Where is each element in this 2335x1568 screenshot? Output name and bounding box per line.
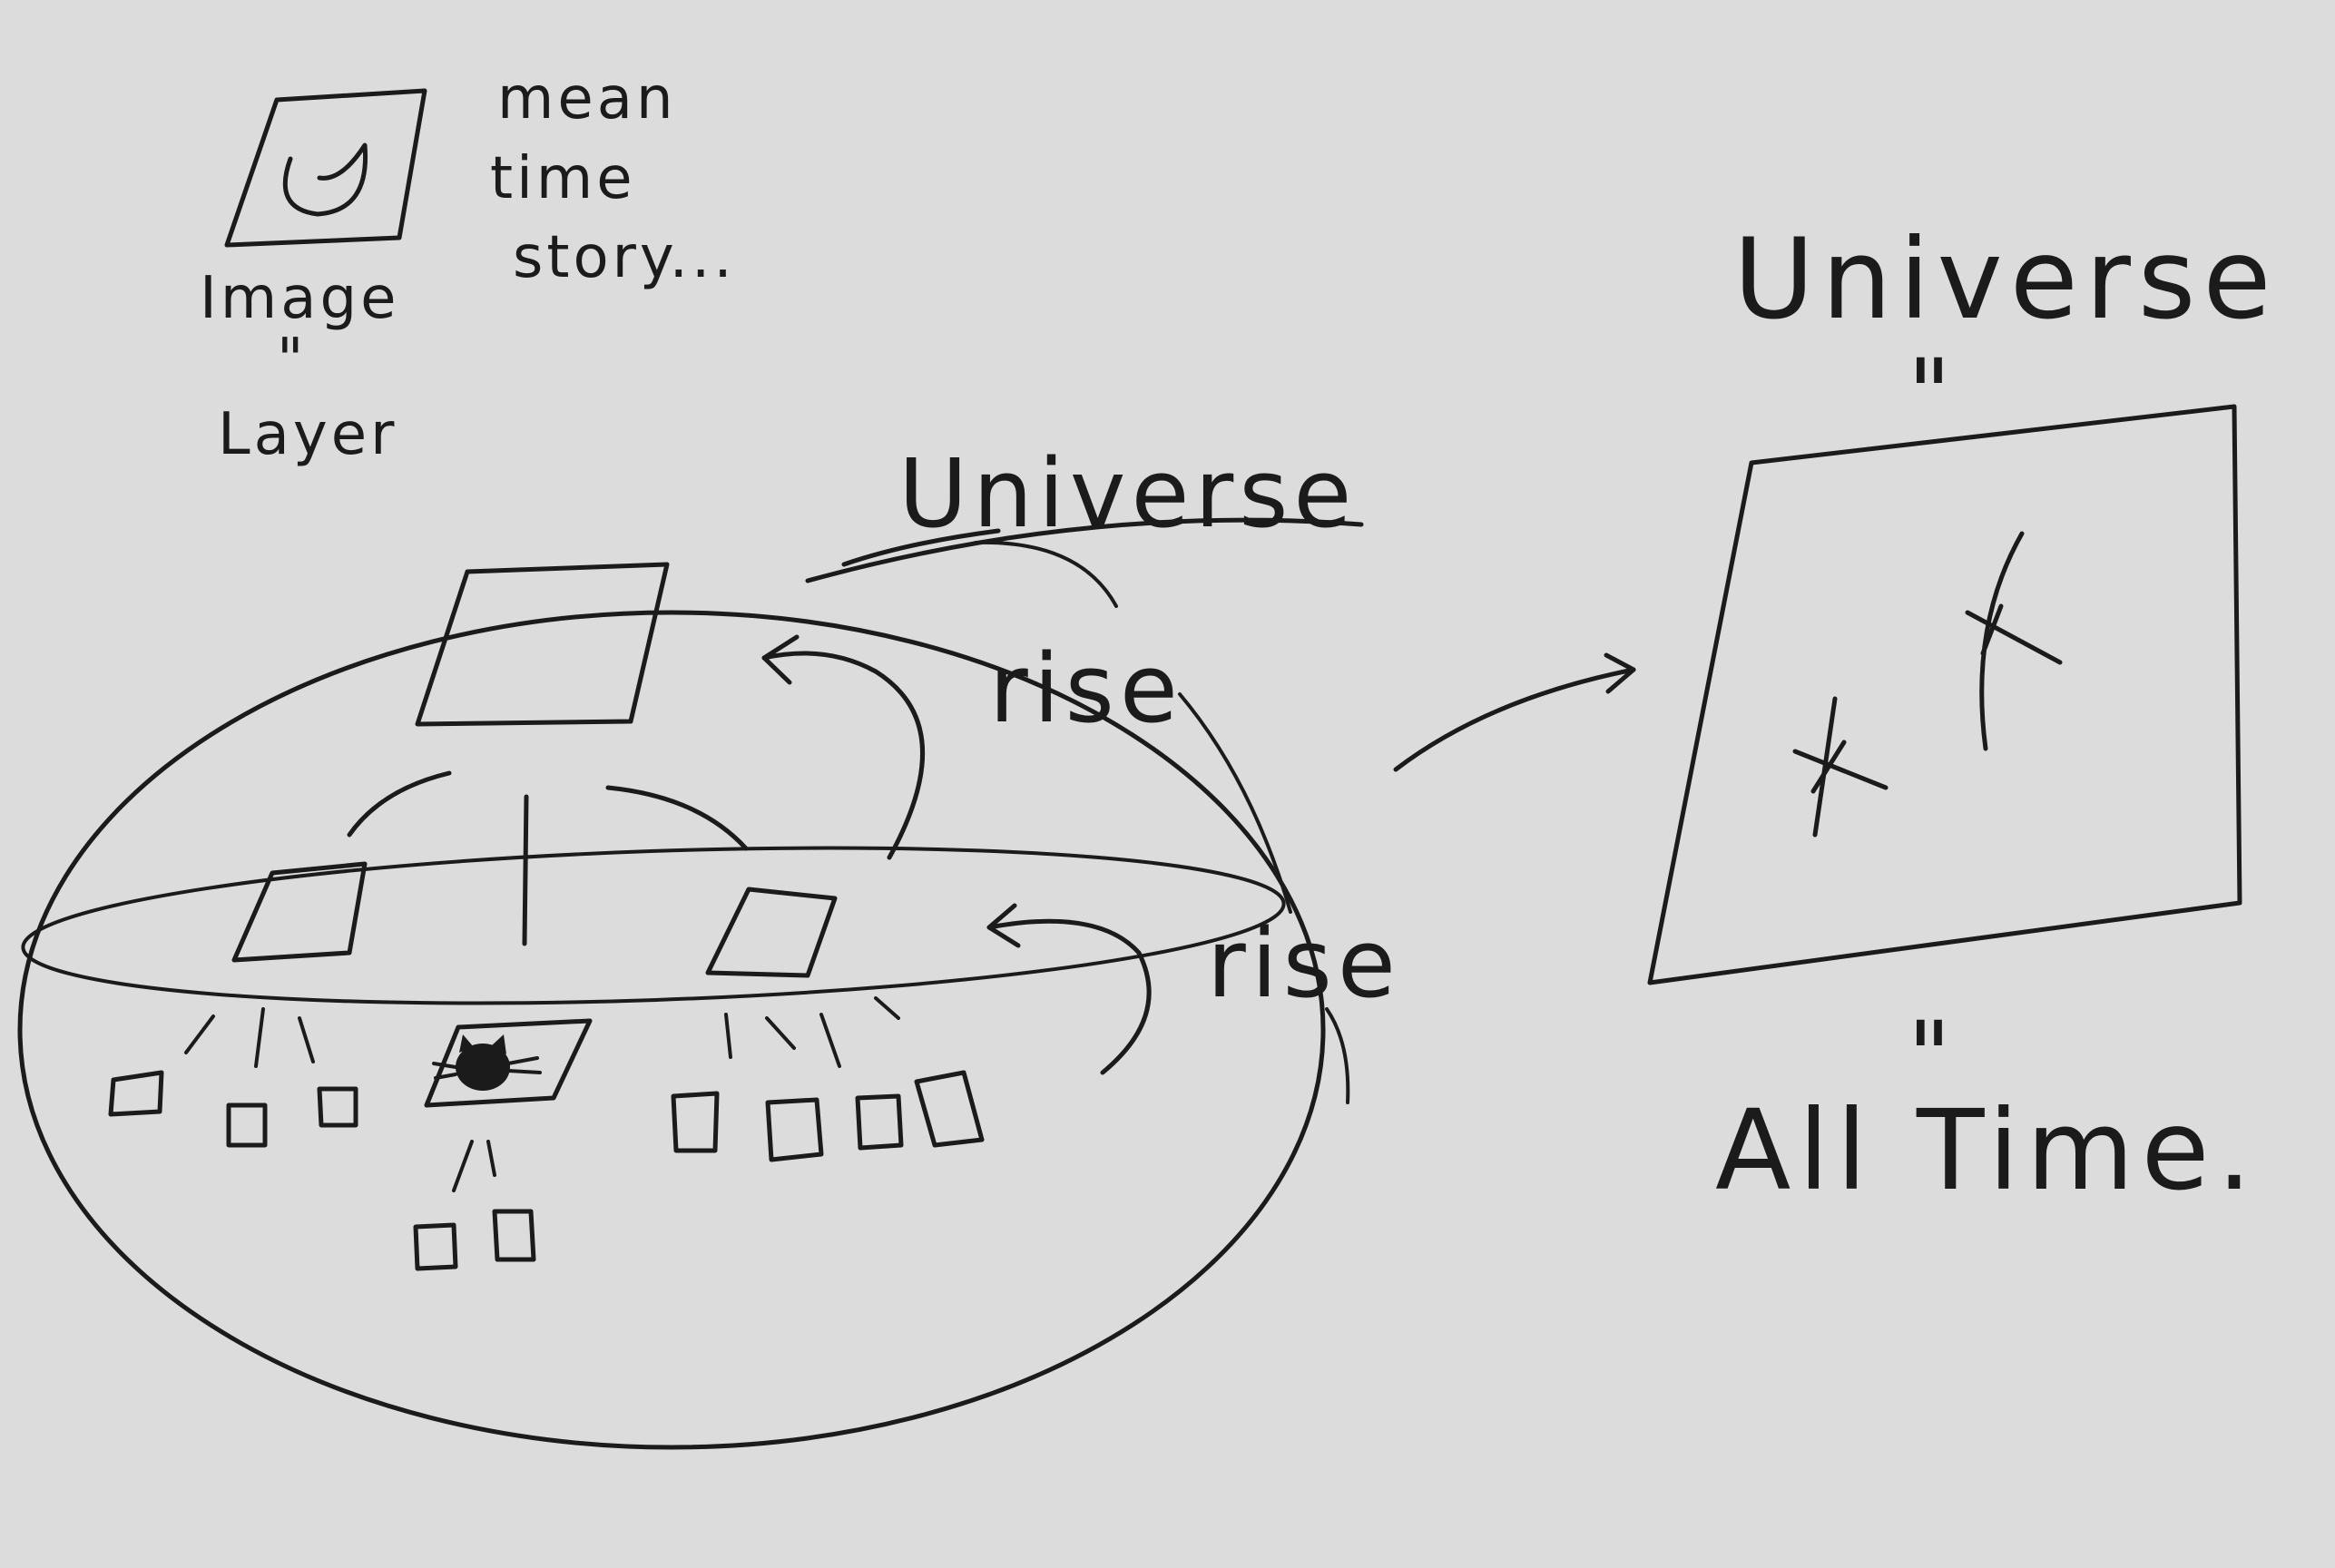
- mid-layer-frame-right: [705, 887, 838, 978]
- small-layer-box: [671, 1091, 720, 1153]
- panel-equals-bottom: ": [1908, 1001, 1957, 1112]
- legend: Image " Layer mean time story...: [200, 65, 736, 468]
- small-layer-box: [317, 1086, 358, 1128]
- universe-sphere: Universe: [17, 438, 1401, 1450]
- rise-arrow-upper: [761, 651, 926, 860]
- small-layer-box: [492, 1209, 536, 1262]
- small-layer-box: [413, 1222, 458, 1271]
- small-layer-box: [855, 1093, 904, 1151]
- small-layer-box: [914, 1070, 985, 1148]
- arrow-to-universe-panel: [1393, 667, 1636, 772]
- image-frame-icon: [224, 88, 427, 248]
- legend-note-story: story...: [513, 224, 736, 291]
- universe-panel-frame: [1647, 404, 2242, 985]
- panel-caption-all-time: All Time.: [1715, 1086, 2259, 1215]
- legend-note-mean: mean: [497, 65, 677, 132]
- small-layer-box: [108, 1070, 164, 1117]
- small-layer-box: [765, 1097, 824, 1162]
- star-icon: [1965, 531, 2063, 751]
- cat-icon: [432, 1034, 542, 1091]
- panel-universe-title: Universe: [1733, 215, 2279, 344]
- legend-label-image: Image: [200, 265, 399, 332]
- sphere-outline: [17, 610, 1326, 1450]
- rise-arrow-lower: [986, 918, 1152, 1075]
- sphere-equator: [21, 846, 1286, 1005]
- sphere-universe-label: Universe: [898, 438, 1357, 549]
- rise-label-lower: rise: [1207, 908, 1401, 1019]
- legend-note-time: time: [490, 145, 636, 212]
- legend-label-layer: Layer: [218, 401, 397, 468]
- top-layer-frame: [415, 562, 670, 727]
- star-icon: [1792, 696, 1889, 838]
- mid-layer-frame-left: [231, 861, 368, 963]
- small-layer-box: [226, 1102, 268, 1148]
- legend-equals-mark: ": [277, 327, 307, 394]
- panel-equals-top: ": [1908, 338, 1957, 449]
- universe-panel: Universe " " All Time.: [1647, 215, 2279, 1215]
- rise-label-upper: rise: [989, 633, 1183, 744]
